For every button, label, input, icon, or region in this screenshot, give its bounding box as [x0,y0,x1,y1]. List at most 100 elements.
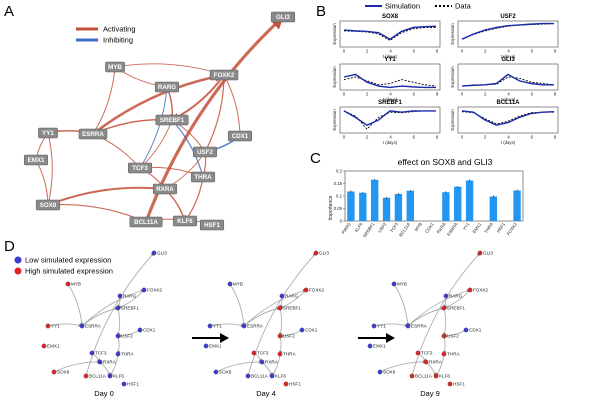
d-edge-sox8-rxra [53,360,101,373]
simulation-line [343,73,436,89]
edge-myb-foxk2 [114,63,225,76]
d-node-klf6 [433,373,439,379]
d-node-gli3 [477,250,483,256]
d-node-label-thra: THRA [283,352,296,357]
node-label: HSF1 [204,222,220,229]
chart-ylabel: Importance [328,195,334,220]
subplot-frame [339,63,441,91]
x-tick-esrra: ESRRA [446,222,459,237]
subplot-title: USF2 [500,14,516,20]
d-node-label-emx1: EMX1 [209,344,222,349]
subplot-xlabel: t (days) [383,54,398,59]
d-edge-esrra-foxk2 [81,289,145,327]
node-box [199,219,225,231]
d-node-label-foxk2: FOXK2 [473,288,489,293]
d-node-rarg [279,293,285,299]
subplot-ylabel: Expression [450,66,455,88]
d-edge-usf2-thra [279,335,283,355]
day-label-1: Day 4 [256,389,276,398]
d-edge-esrra-foxk2 [407,289,471,327]
d-node-usf2 [277,333,283,339]
node-label: RARG [158,84,176,91]
d-node-label-srebf1: SREBF1 [447,306,465,311]
edge-emx1-sox8 [35,159,50,206]
node-yy1: YY1 [38,127,58,139]
y-tick-label: 0.05 [334,206,343,211]
d-node-label-gli3: GLI3 [157,251,167,256]
transition-arrow-2 [358,333,395,343]
d-node-foxk2 [467,287,473,293]
d-node-label-sox8: SOX8 [57,370,70,375]
bar-klf6 [359,192,367,221]
d-node-foxk2 [141,287,147,293]
d-node-cdx1 [137,327,143,333]
subplot-title: GLI3 [501,57,515,63]
d-node-sox8 [213,369,219,375]
d-edge-usf2-thra [117,335,121,355]
d-node-tcf3 [89,350,95,356]
subplot-xtick: 6 [531,92,534,97]
subplot-xtick: 0 [461,92,464,97]
d-node-thra [277,351,283,357]
d-node-label-bcl11a: BCL11A [251,374,269,379]
d-node-thra [441,351,447,357]
d-edge-esrra-srebf1 [243,306,281,327]
subplot-xtick: 8 [436,92,439,97]
panel-d-dynamics: Low simulated expression High simulated … [14,250,493,398]
x-tick-hsf1: HSF1 [496,221,507,233]
node-label: EMX1 [28,157,45,164]
d-node-emx1 [203,343,209,349]
d-node-rxra [259,359,265,365]
x-tick-usf2: USF2 [377,221,388,233]
legend-inhibiting-label: Inhibiting [103,36,133,45]
d-node-yy1 [45,323,51,329]
d-edge-sox8-rxra [379,360,427,373]
node-label: MYB [108,64,122,71]
edge-sox8-rxra [47,184,166,206]
d-edge-usf2-thra [443,335,447,355]
subplot-xtick: 0 [461,49,464,54]
node-box [129,216,163,228]
d-node-label-hsf1: HSF1 [127,382,139,387]
x-tick-rxra: RXRA [436,222,447,235]
subplot-xtick: 2 [484,135,487,140]
node-label: KLF6 [177,218,193,225]
y-tick-label: 0.1 [336,194,343,199]
x-tick-rarg: RARG [341,221,353,235]
d-node-srebf1 [441,305,447,311]
bar-usf2 [382,197,391,221]
node-tcf3: TCF3 [127,162,153,174]
d-node-yy1 [207,323,213,329]
d-edge-bcl11a-gli3 [247,252,317,377]
d-node-label-usf2: USF2 [447,334,459,339]
d-edge-yy1-esrra [47,323,83,327]
node-esrra: ESRRA [78,128,108,140]
legend-simulation-label: Simulation [385,2,420,11]
subplot-xlabel: t (days) [501,140,516,145]
day-label-2: Day 9 [420,389,440,398]
d-node-rxra [97,359,103,365]
subplot-xtick: 0 [461,135,464,140]
node-label: SREBF1 [160,117,185,124]
d-node-usf2 [115,333,121,339]
subplot-title: BCL11A [496,100,520,106]
legend-high-label: High simulated expression [25,267,113,276]
node-label: GLI3 [276,14,290,21]
y-tick-label: 0.15 [334,181,343,186]
node-label: THRA [194,174,212,181]
d-node-label-hsf1: HSF1 [289,382,301,387]
d-node-label-sox8: SOX8 [219,370,232,375]
node-box [190,171,216,183]
d-node-label-rxra: RXRA [429,360,443,365]
bar-bcl11a [406,190,414,221]
subplot-xtick: 0 [343,49,346,54]
bar-tcf3 [394,194,403,221]
node-label: TCF3 [132,165,148,172]
d-node-label-yy1: YY1 [377,324,386,329]
